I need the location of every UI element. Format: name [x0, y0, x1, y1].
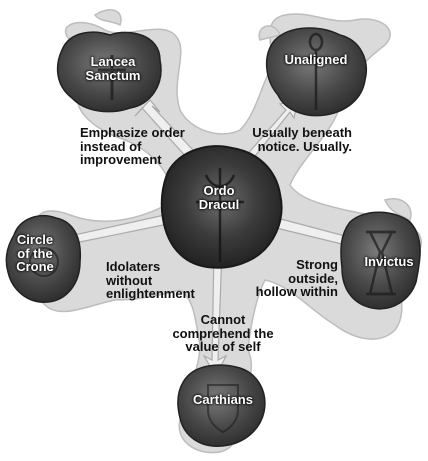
- relation-line: enlightenment: [106, 287, 218, 301]
- center-label-line1: Ordo: [193, 184, 245, 198]
- relation-line: Emphasize order: [80, 126, 210, 140]
- relation-invictus: Strong outside, hollow within: [248, 258, 338, 299]
- center-label: Ordo Dracul: [193, 184, 245, 211]
- relation-line: value of self: [162, 340, 284, 354]
- relation-carthians: Cannot comprehend the value of self: [162, 313, 284, 354]
- faction-label-invictus: Invictus: [358, 255, 420, 269]
- relation-line: outside,: [248, 272, 338, 286]
- faction-label-lancea-sanctum: Lancea Sanctum: [83, 55, 143, 82]
- relation-line: Cannot: [162, 313, 284, 327]
- relation-lancea-sanctum: Emphasize order instead of improvement: [80, 126, 210, 167]
- label-line: Carthians: [182, 393, 264, 407]
- label-line: Unaligned: [280, 53, 352, 67]
- label-line: Lancea: [83, 55, 143, 69]
- faction-label-unaligned: Unaligned: [280, 53, 352, 67]
- relation-circle-of-the-crone: Idolaters without enlightenment: [106, 260, 218, 301]
- relation-line: comprehend the: [162, 327, 284, 341]
- relation-line: Strong: [248, 258, 338, 272]
- label-line: Invictus: [358, 255, 420, 269]
- label-line: Sanctum: [83, 69, 143, 83]
- relation-unaligned: Usually beneath notice. Usually.: [232, 126, 352, 153]
- relation-line: Usually beneath: [232, 126, 352, 140]
- faction-label-carthians: Carthians: [182, 393, 264, 407]
- label-line: Crone: [10, 260, 60, 274]
- relation-line: instead of: [80, 140, 210, 154]
- relation-line: without: [106, 274, 218, 288]
- relation-line: hollow within: [248, 285, 338, 299]
- label-line: Circle: [10, 233, 60, 247]
- relation-line: improvement: [80, 153, 210, 167]
- faction-label-circle-of-the-crone: Circle of the Crone: [10, 233, 60, 274]
- center-label-line2: Dracul: [193, 198, 245, 212]
- relation-line: notice. Usually.: [232, 140, 352, 154]
- relation-line: Idolaters: [106, 260, 218, 274]
